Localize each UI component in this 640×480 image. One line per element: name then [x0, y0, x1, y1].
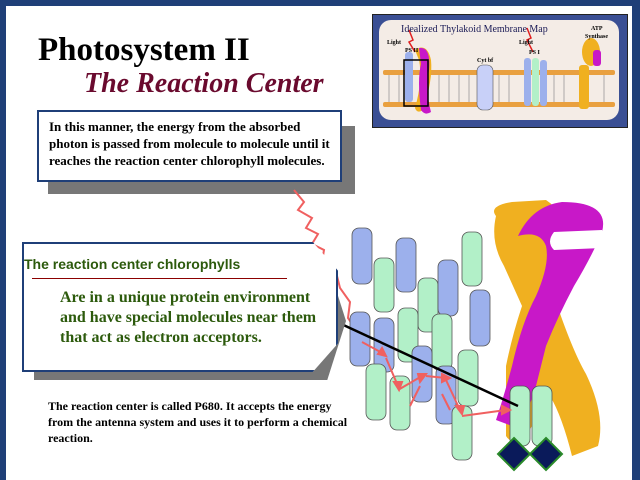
thylakoid-map-panel: Idealized Thylakoid Membrane Map Light P… [379, 20, 619, 120]
map-label-atp: ATP [591, 26, 603, 32]
callout-text: In this manner, the energy from the abso… [49, 119, 330, 168]
protein-magenta [496, 202, 604, 426]
map-label-synthase: Synthase [585, 34, 609, 40]
slide-title: Photosystem II [38, 32, 250, 68]
thylakoid-map-title: Idealized Thylakoid Membrane Map [401, 24, 548, 35]
map-label-ps1: PS I [529, 50, 540, 56]
thylakoid-map: Idealized Thylakoid Membrane Map Light P… [372, 14, 628, 128]
chlorophyll-group [349, 227, 553, 461]
map-label-ps2: PS II [405, 48, 419, 54]
slide: Photosystem II The Reaction Center In th… [6, 6, 632, 480]
photon-path [293, 189, 363, 345]
rc-box-heading: The reaction center chlorophylls [24, 256, 241, 272]
slide-subtitle: The Reaction Center [84, 68, 324, 99]
thylakoid-map-drawing [383, 27, 615, 114]
rc-box [22, 242, 338, 372]
map-label-light-left: Light [387, 40, 402, 46]
acceptor-diamond [528, 436, 564, 472]
map-label-light-right: Light [519, 40, 534, 46]
acceptor-diamond [496, 436, 532, 472]
pointer-line [323, 314, 519, 408]
footer-text: The reaction center is called P680. It a… [48, 399, 348, 445]
reaction-center-diagram [293, 189, 605, 472]
energy-transfer-arrows [361, 341, 513, 417]
rc-box-divider [32, 278, 287, 279]
rc-box-body: Are in a unique protein environment and … [60, 289, 317, 346]
callout-box: In this manner, the energy from the abso… [37, 110, 342, 182]
map-label-cyt: Cyt bf [477, 58, 494, 64]
